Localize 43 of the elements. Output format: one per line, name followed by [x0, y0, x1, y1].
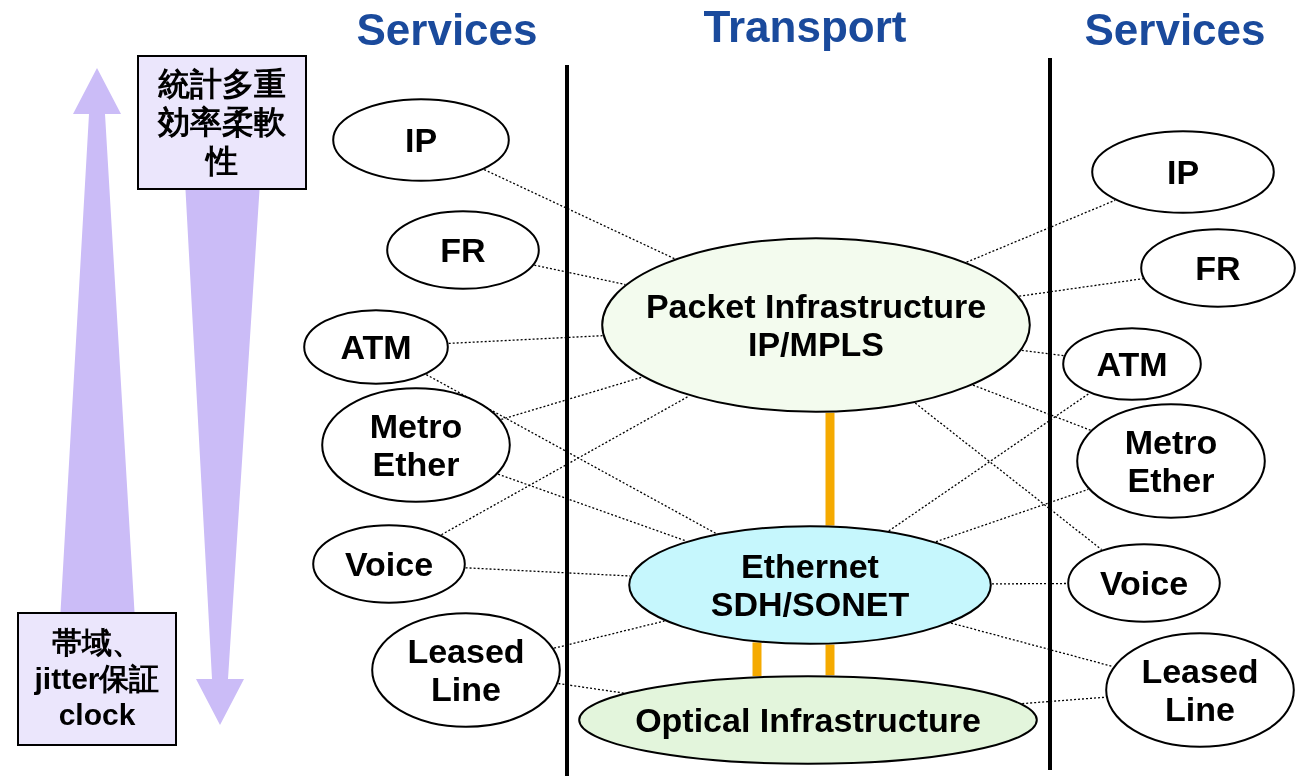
service-ellipse: IP — [1091, 130, 1275, 214]
note-box: 統計多重効率柔軟性 — [137, 55, 307, 190]
service-ellipse: IP — [332, 98, 510, 182]
transport-ellipse: Optical Infrastructure — [578, 675, 1038, 765]
service-ellipse: Metro Ether — [321, 387, 511, 503]
tapered-arrow — [185, 190, 260, 725]
connector-line — [448, 335, 604, 345]
connector-line — [533, 264, 626, 286]
link-bar — [825, 412, 835, 526]
service-ellipse: Leased Line — [371, 612, 561, 728]
column-heading: Services — [356, 5, 538, 55]
service-ellipse: ATM — [1062, 327, 1202, 401]
service-ellipse: ATM — [303, 309, 449, 385]
connector-line — [991, 582, 1068, 585]
transport-ellipse: Packet Infrastructure IP/MPLS — [601, 237, 1031, 413]
connector-line — [557, 682, 625, 694]
note-box: 帯域、jitter保証 clock — [17, 612, 177, 746]
service-ellipse: Metro Ether — [1076, 403, 1266, 519]
transport-ellipse: Ethernet SDH/SONET — [628, 525, 992, 645]
service-ellipse: Leased Line — [1105, 632, 1295, 748]
tapered-arrow — [60, 68, 135, 612]
service-ellipse: Voice — [1067, 543, 1221, 623]
connector-line — [972, 384, 1092, 431]
service-ellipse: Voice — [312, 524, 466, 604]
connector-line — [1021, 349, 1065, 357]
connector-line — [950, 622, 1114, 668]
connector-line — [500, 376, 644, 421]
connector-line — [914, 402, 1103, 551]
connector-line — [888, 392, 1090, 532]
connector-line — [935, 488, 1089, 543]
connector-line — [497, 473, 687, 542]
service-ellipse: FR — [386, 210, 540, 290]
link-bar — [752, 642, 762, 677]
connector-line — [553, 620, 666, 649]
connector-line — [464, 567, 631, 577]
column-heading: Services — [1084, 5, 1266, 55]
column-heading: Transport — [703, 2, 907, 52]
service-ellipse: FR — [1140, 228, 1296, 308]
connector-line — [965, 199, 1116, 263]
connector-line — [1021, 696, 1107, 705]
link-bar — [825, 644, 835, 676]
connector-line — [483, 168, 676, 260]
connector-line — [440, 395, 690, 536]
